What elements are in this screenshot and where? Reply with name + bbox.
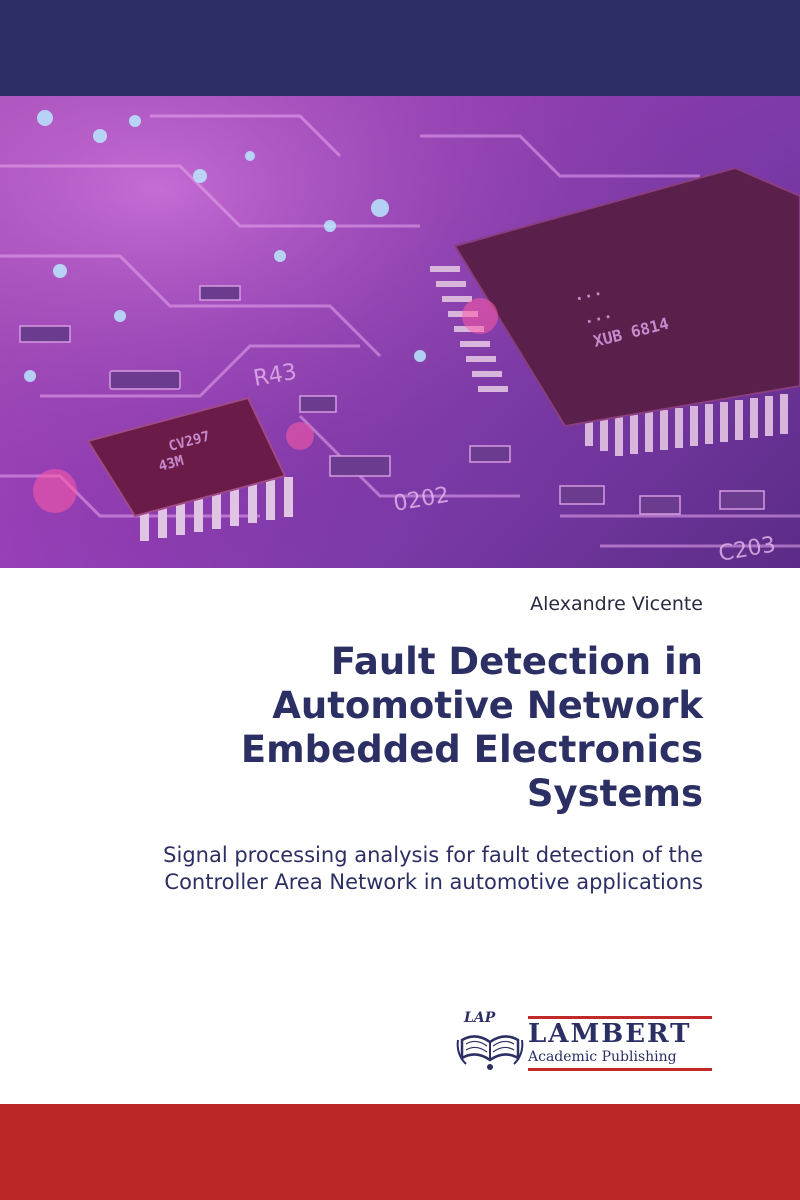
board-traces: [0, 114, 800, 548]
publisher-logo-letters: LAP: [464, 1010, 496, 1026]
book-subtitle: Signal processing analysis for fault det…: [63, 842, 703, 896]
light-glow-spots: [33, 298, 498, 513]
publisher-subname: Academic Publishing: [528, 1048, 712, 1071]
book-title-line: Fault Detection in: [330, 640, 703, 683]
book-subtitle-line: Controller Area Network in automotive ap…: [164, 870, 703, 894]
book-title-line: Systems: [526, 772, 703, 815]
small-chip-pins: [140, 477, 293, 541]
board-vias: [24, 110, 426, 382]
top-color-band: [0, 0, 800, 96]
book-subtitle-line: Signal processing analysis for fault det…: [163, 843, 703, 867]
large-microchip: [453, 166, 800, 428]
publisher-name: LAMBERT: [528, 1016, 712, 1048]
open-book-icon: [456, 1035, 524, 1070]
book-title: Fault Detection in Automotive Network Em…: [63, 640, 703, 816]
bottom-color-band: [0, 1104, 800, 1200]
author-name: Alexandre Vicente: [530, 593, 703, 615]
small-microchip: [86, 396, 287, 518]
book-title-line: Automotive Network: [272, 684, 703, 727]
book-title-line: Embedded Electronics: [240, 728, 703, 771]
svg-text:43M: 43M: [157, 453, 186, 475]
smd-components: [19, 285, 765, 515]
circuit-board-illustration: ... ... XUB 6814 CV297 43M 0202 C203 R43: [0, 96, 800, 568]
cover-photo-circuit-board: ... ... XUB 6814 CV297 43M 0202 C203 R43: [0, 96, 800, 568]
publisher-logo: LAP LAMBERT Academic Publishing: [454, 1010, 714, 1072]
